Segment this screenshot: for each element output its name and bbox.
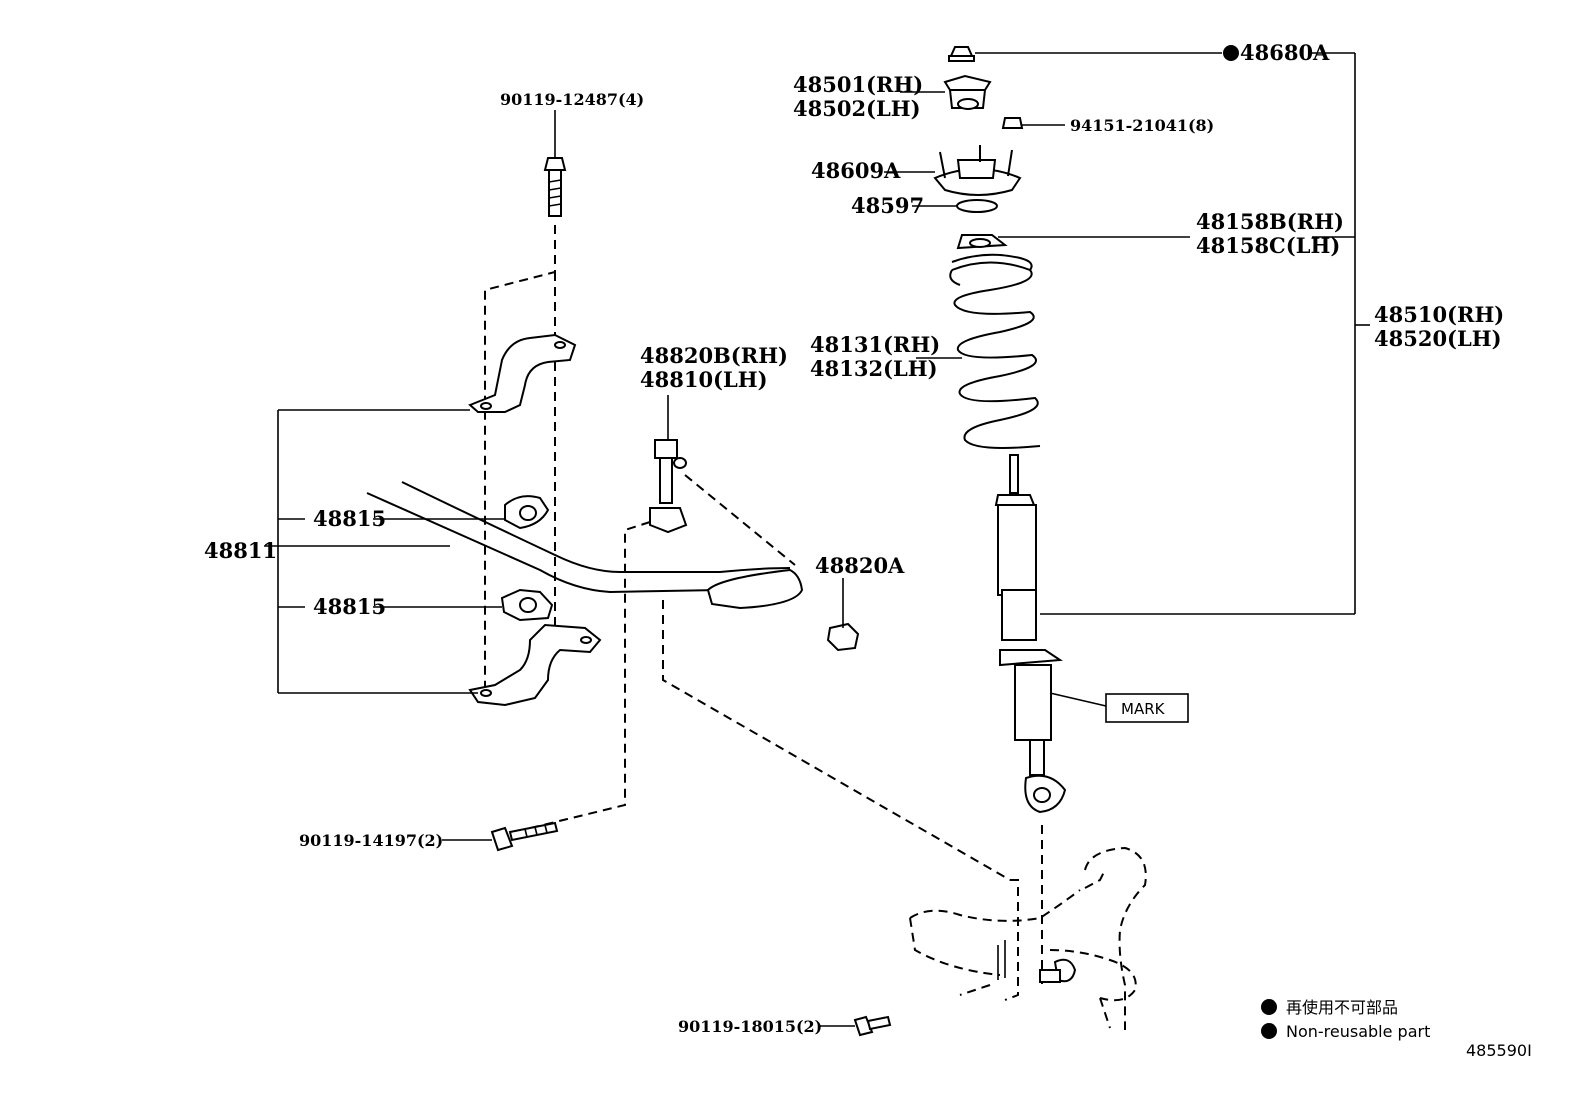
label-48609A[interactable]: 48609A bbox=[811, 158, 901, 183]
legend-en: Non-reusable part bbox=[1286, 1022, 1430, 1041]
shock-absorber-icon[interactable] bbox=[994, 454, 1067, 814]
legend-jp: 再使用不可部品 bbox=[1286, 998, 1398, 1017]
label-48815-lower[interactable]: 48815 bbox=[313, 594, 386, 619]
nut-48820A-icon[interactable] bbox=[826, 622, 860, 652]
label-mark: MARK bbox=[1121, 700, 1166, 718]
label-48501[interactable]: 48501(RH) bbox=[793, 72, 923, 97]
label-48680A[interactable]: 48680A bbox=[1240, 40, 1330, 65]
leader-lines bbox=[264, 52, 1370, 1027]
label-48815-upper[interactable]: 48815 bbox=[313, 506, 386, 531]
legend: 再使用不可部品 Non-reusable part 485590I bbox=[1261, 998, 1532, 1060]
label-48502[interactable]: 48502(LH) bbox=[793, 96, 921, 121]
label-48820A[interactable]: 48820A bbox=[815, 553, 905, 578]
coil-spring-48131-icon[interactable] bbox=[949, 253, 1041, 449]
spring-insulator-48158-icon[interactable] bbox=[956, 234, 1008, 250]
bushing-48815-lower-icon[interactable] bbox=[500, 588, 554, 622]
bolt-90119-12487-icon[interactable] bbox=[543, 157, 567, 217]
label-48811[interactable]: 48811 bbox=[204, 538, 277, 563]
mark-box bbox=[1105, 693, 1189, 723]
lower-arm-phantom-icon bbox=[909, 825, 1147, 1030]
washer-48597-icon[interactable] bbox=[956, 199, 998, 213]
label-48597[interactable]: 48597 bbox=[851, 193, 924, 218]
nut-48680A-icon[interactable] bbox=[948, 46, 975, 62]
figure-id: 485590I bbox=[1466, 1041, 1532, 1060]
label-48820B[interactable]: 48820B(RH) bbox=[640, 343, 788, 368]
stabilizer-bar-48811-icon[interactable] bbox=[366, 481, 804, 610]
strut-assembly bbox=[933, 46, 1067, 814]
label-48158C[interactable]: 48158C(LH) bbox=[1196, 233, 1340, 258]
nut-94151-icon[interactable] bbox=[1001, 117, 1024, 129]
stabilizer-bracket-lower-icon[interactable] bbox=[468, 623, 602, 707]
non-reusable-dot-icon bbox=[1223, 45, 1239, 61]
stabilizer-bracket-upper-icon[interactable] bbox=[468, 333, 577, 413]
legend-dot-icon bbox=[1261, 1023, 1277, 1039]
upper-bushing-48501-icon[interactable] bbox=[943, 74, 992, 110]
label-90119-18015[interactable]: 90119-18015(2) bbox=[678, 1017, 822, 1036]
label-48520[interactable]: 48520(LH) bbox=[1374, 326, 1502, 351]
label-48132[interactable]: 48132(LH) bbox=[810, 356, 938, 381]
label-90119-12487[interactable]: 90119-12487(4) bbox=[500, 90, 644, 109]
label-48810[interactable]: 48810(LH) bbox=[640, 367, 768, 392]
label-94151[interactable]: 94151-21041(8) bbox=[1070, 116, 1214, 135]
bushing-48815-upper-icon[interactable] bbox=[504, 495, 550, 530]
strut-mount-48609A-icon[interactable] bbox=[933, 145, 1022, 196]
label-48158B[interactable]: 48158B(RH) bbox=[1196, 209, 1344, 234]
label-48131[interactable]: 48131(RH) bbox=[810, 332, 940, 357]
bolt-90119-14197-icon[interactable] bbox=[490, 821, 559, 852]
label-90119-14197[interactable]: 90119-14197(2) bbox=[299, 831, 443, 850]
part-labels: 48680A 48501(RH) 48502(LH) 94151-21041(8… bbox=[204, 40, 1504, 1036]
label-48510[interactable]: 48510(RH) bbox=[1374, 302, 1504, 327]
stabilizer-assembly bbox=[366, 157, 1011, 881]
stabilizer-link-48820B-icon[interactable] bbox=[649, 439, 688, 534]
bolt-90119-18015-icon[interactable] bbox=[853, 1015, 892, 1037]
legend-dot-icon bbox=[1261, 999, 1277, 1015]
